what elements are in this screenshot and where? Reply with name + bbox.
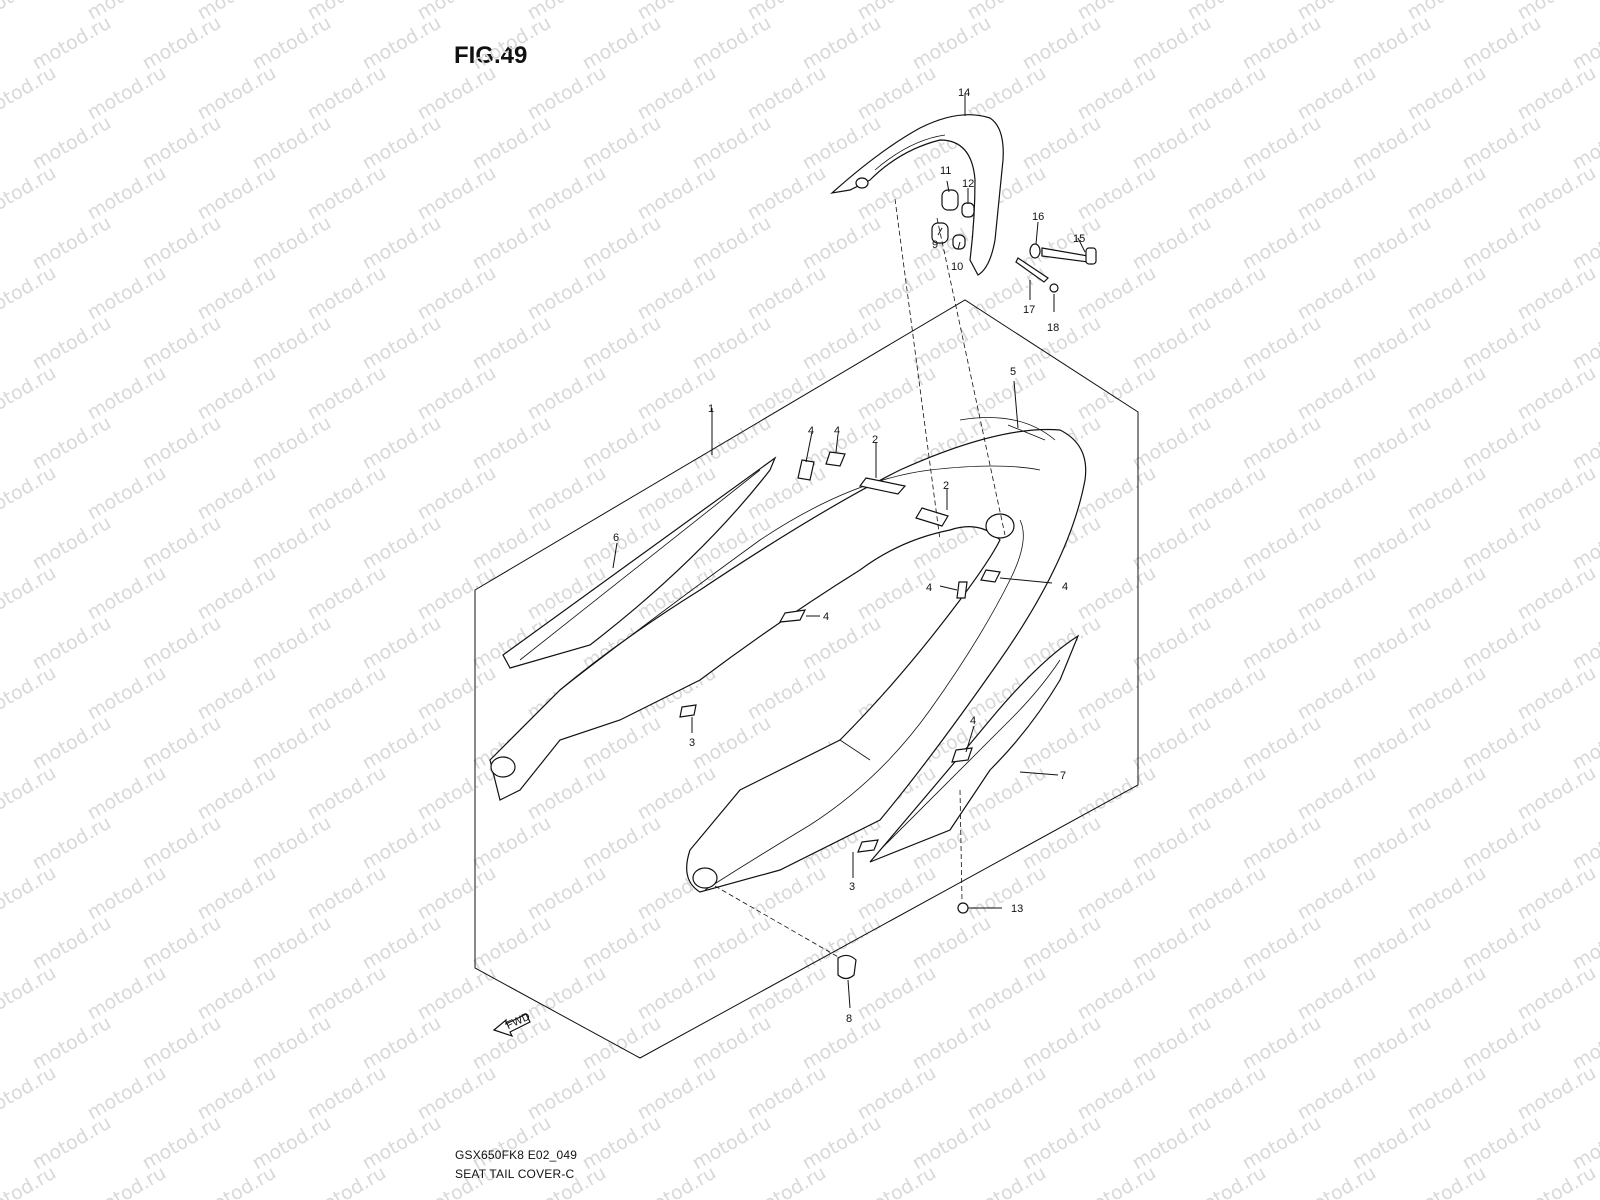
callout-7: 7 [1060, 770, 1066, 782]
watermark-text: motod.ru [0, 762, 60, 825]
callout-14: 14 [958, 87, 970, 99]
watermark-text: motod.ru [854, 1162, 940, 1200]
diagram-caption: SEAT TAIL COVER-C [455, 1167, 575, 1181]
watermark-text: motod.ru [1514, 1162, 1600, 1200]
callout-15: 15 [1073, 233, 1085, 245]
callout-4f: 4 [970, 715, 976, 727]
callout-5: 5 [1010, 366, 1016, 378]
watermark-text: motod.ru [0, 1162, 60, 1200]
watermark-text: motod.ru [0, 462, 60, 525]
callout-3b: 3 [849, 881, 855, 893]
part-8-cushion [837, 954, 857, 980]
callout-12: 12 [962, 178, 974, 190]
watermark-text: motod.ru [0, 1062, 60, 1125]
callout-2b: 2 [943, 480, 949, 492]
callout-13: 13 [1011, 903, 1023, 915]
callout-1: 1 [708, 403, 714, 415]
watermark-text: motod.ru [194, 1162, 280, 1200]
callout-4c: 4 [823, 611, 829, 623]
watermark-text: motod.ru [1294, 1162, 1380, 1200]
watermark-text: motod.ru [1184, 1162, 1270, 1200]
watermark-text: motod.ru [304, 1162, 390, 1200]
assembly-boundary [474, 299, 1139, 1059]
watermark-text: motod.ru [1074, 1162, 1160, 1200]
model-code: GSX650FK8 E02_049 [455, 1148, 578, 1162]
fwd-arrow-icon [492, 1013, 531, 1038]
watermark-text: motod.ru [964, 1162, 1050, 1200]
callout-4d: 4 [926, 582, 932, 594]
callout-10: 10 [951, 261, 963, 273]
part-14-grab-rail [830, 114, 1004, 276]
part-6-left-panel [502, 456, 777, 669]
watermark-text: motod.ru [1404, 1162, 1490, 1200]
watermark-text: motod.ru [634, 1162, 720, 1200]
callout-16: 16 [1032, 211, 1044, 223]
callout-4: 4 [808, 425, 814, 437]
callout-2: 2 [872, 434, 878, 446]
callout-18: 18 [1047, 322, 1059, 334]
callout-6: 6 [613, 532, 619, 544]
callout-11: 11 [940, 165, 951, 177]
watermark-text: motod.ru [0, 262, 60, 325]
watermark-text: motod.ru [84, 1162, 170, 1200]
callout-9: 9 [932, 239, 938, 251]
callout-4e: 4 [1062, 581, 1068, 593]
watermark-text: motod.ru [0, 162, 60, 225]
watermark-text: motod.ru [744, 1162, 830, 1200]
callout-3: 3 [689, 737, 695, 749]
watermark-text: motod.ru [0, 562, 60, 625]
callout-4b: 4 [834, 425, 840, 437]
callout-17: 17 [1023, 304, 1035, 316]
callout-8: 8 [846, 1013, 852, 1025]
watermark-text: motod.ru [0, 662, 60, 725]
figure-title: FIG.49 [454, 42, 528, 69]
watermark-text: motod.ru [0, 962, 60, 1025]
watermark-text: motod.ru [0, 62, 60, 125]
watermark-text: motod.ru [0, 362, 60, 425]
part-7-right-panel [869, 634, 1080, 863]
watermark-text: motod.ru [0, 862, 60, 925]
watermark-text: motod.ru [0, 0, 60, 24]
part-13-nut [957, 902, 969, 914]
